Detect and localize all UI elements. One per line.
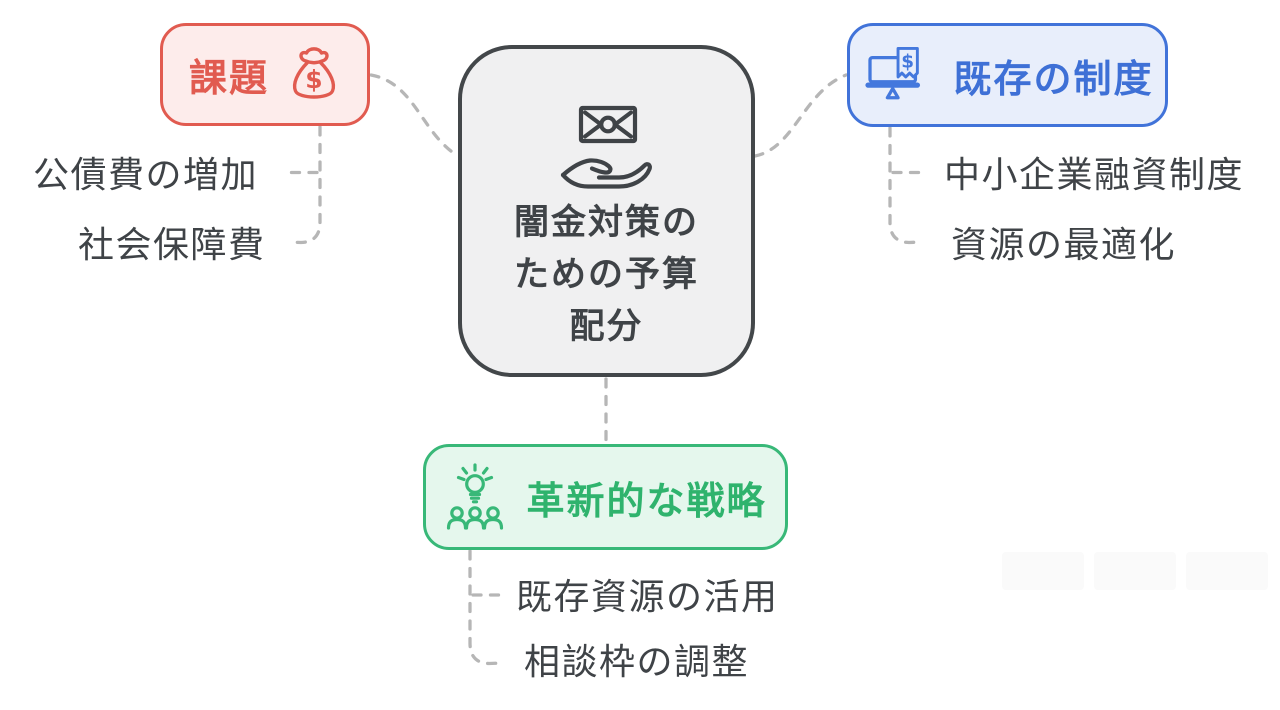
child-item-issues-2: 社会保障費 [78, 224, 266, 265]
connector-systems-children [888, 126, 925, 245]
branch-label-innovative-strategies: 革新的な戦略 [526, 480, 767, 523]
watermark [1002, 552, 1268, 590]
child-item-systems-2: 資源の最適化 [951, 224, 1177, 265]
center-title-line-2: ための予算 [513, 255, 699, 294]
svg-text:$: $ [902, 51, 915, 72]
branch-label-existing-systems: 既存の制度 [953, 58, 1154, 101]
branch-node-issues: 課題 $ [160, 23, 370, 126]
connector-center-systems [753, 73, 848, 158]
monitor-receipt-icon: $ [865, 46, 921, 100]
money-bag-icon: $ [292, 46, 336, 99]
money-hand-icon [560, 105, 652, 189]
branch-node-innovative-strategies: 革新的な戦略 [423, 444, 788, 550]
branch-label-issues: 課題 [188, 58, 269, 100]
connector-issues-center [369, 73, 460, 158]
branch-node-existing-systems: $ 既存の制度 [847, 23, 1168, 127]
lightbulb-team-icon [447, 463, 504, 530]
connector-issues-children [287, 125, 322, 245]
center-node-title: 闇金対策の ための予算 配分 [514, 197, 699, 353]
connector-strategies-children [468, 549, 506, 666]
child-item-issues-1: 公債費の増加 [33, 154, 259, 195]
center-node: 闇金対策の ための予算 配分 [458, 45, 755, 377]
svg-text:$: $ [305, 65, 322, 94]
child-item-strategies-1: 既存資源の活用 [516, 576, 779, 617]
center-title-line-1: 闇金対策の [513, 203, 699, 242]
center-title-line-3: 配分 [569, 307, 644, 346]
child-item-strategies-2: 相談枠の調整 [524, 641, 750, 682]
child-item-systems-1: 中小企業融資制度 [944, 154, 1245, 195]
